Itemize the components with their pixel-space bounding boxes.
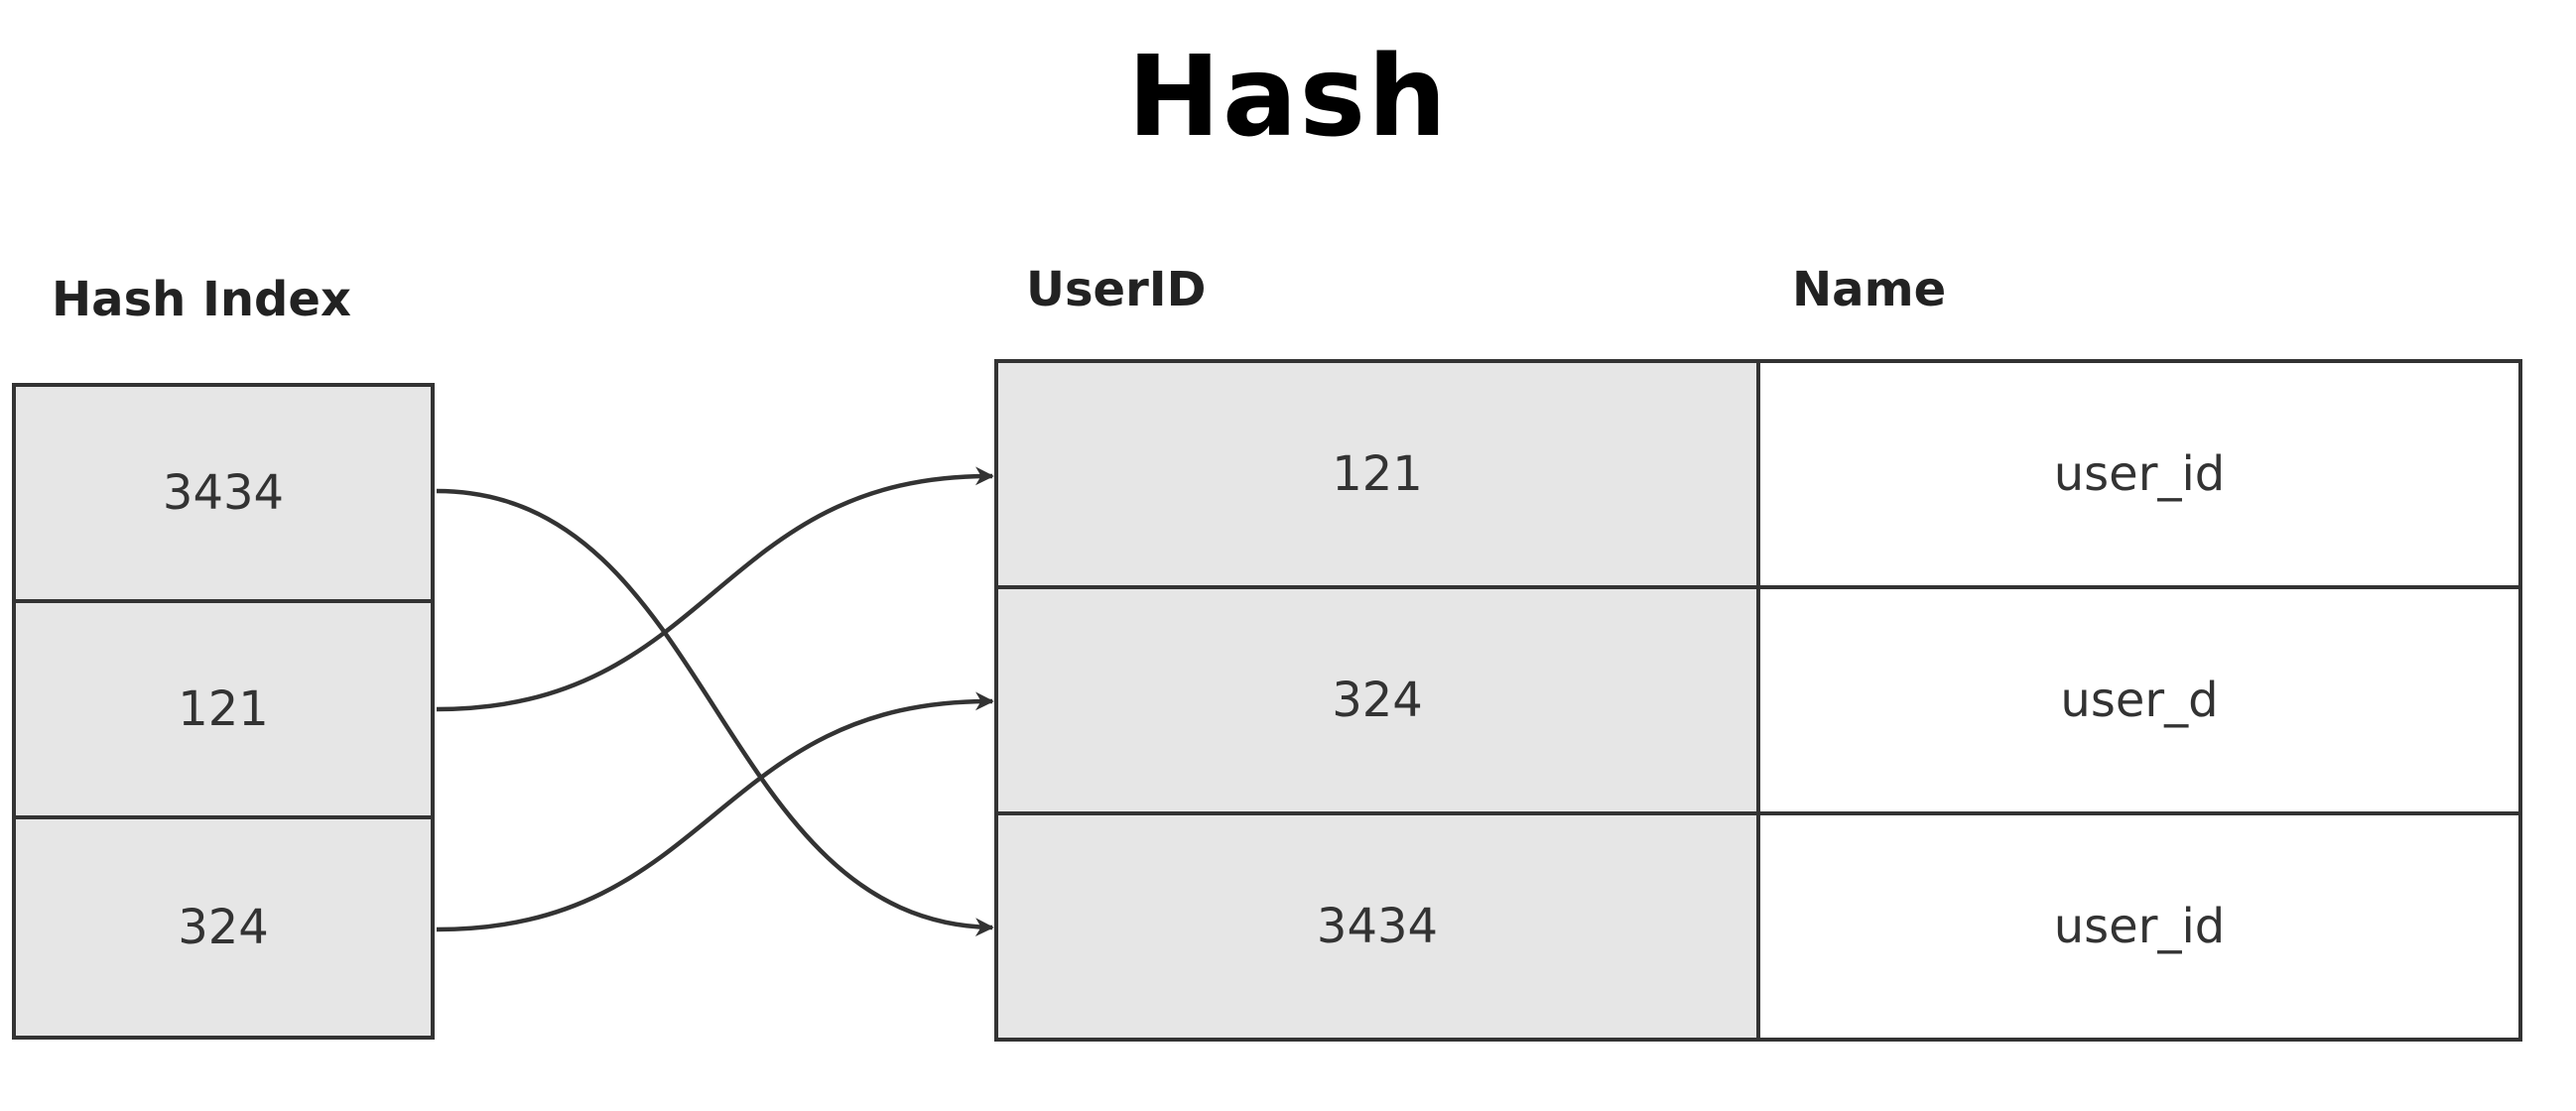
table-header-userid: UserID — [1026, 262, 1207, 317]
table-cell-name: user_id — [1756, 811, 2522, 1042]
hash-index-cell: 121 — [12, 599, 435, 819]
link-arrow-3434 — [436, 488, 994, 937]
hash-index-label: Hash Index — [52, 272, 351, 327]
table-cell-name: user_d — [1756, 585, 2522, 815]
table-cell-name: user_id — [1756, 359, 2522, 589]
hash-index-cell: 3434 — [12, 383, 435, 603]
table-header-name: Name — [1792, 262, 1947, 317]
link-arrow-324 — [436, 691, 994, 932]
table-cell-userid: 324 — [994, 585, 1760, 815]
hash-index-cell: 324 — [12, 815, 435, 1040]
table-cell-userid: 121 — [994, 359, 1760, 589]
diagram-title: Hash — [1127, 33, 1449, 162]
table-cell-userid: 3434 — [994, 811, 1760, 1042]
link-arrow-121 — [436, 466, 994, 712]
